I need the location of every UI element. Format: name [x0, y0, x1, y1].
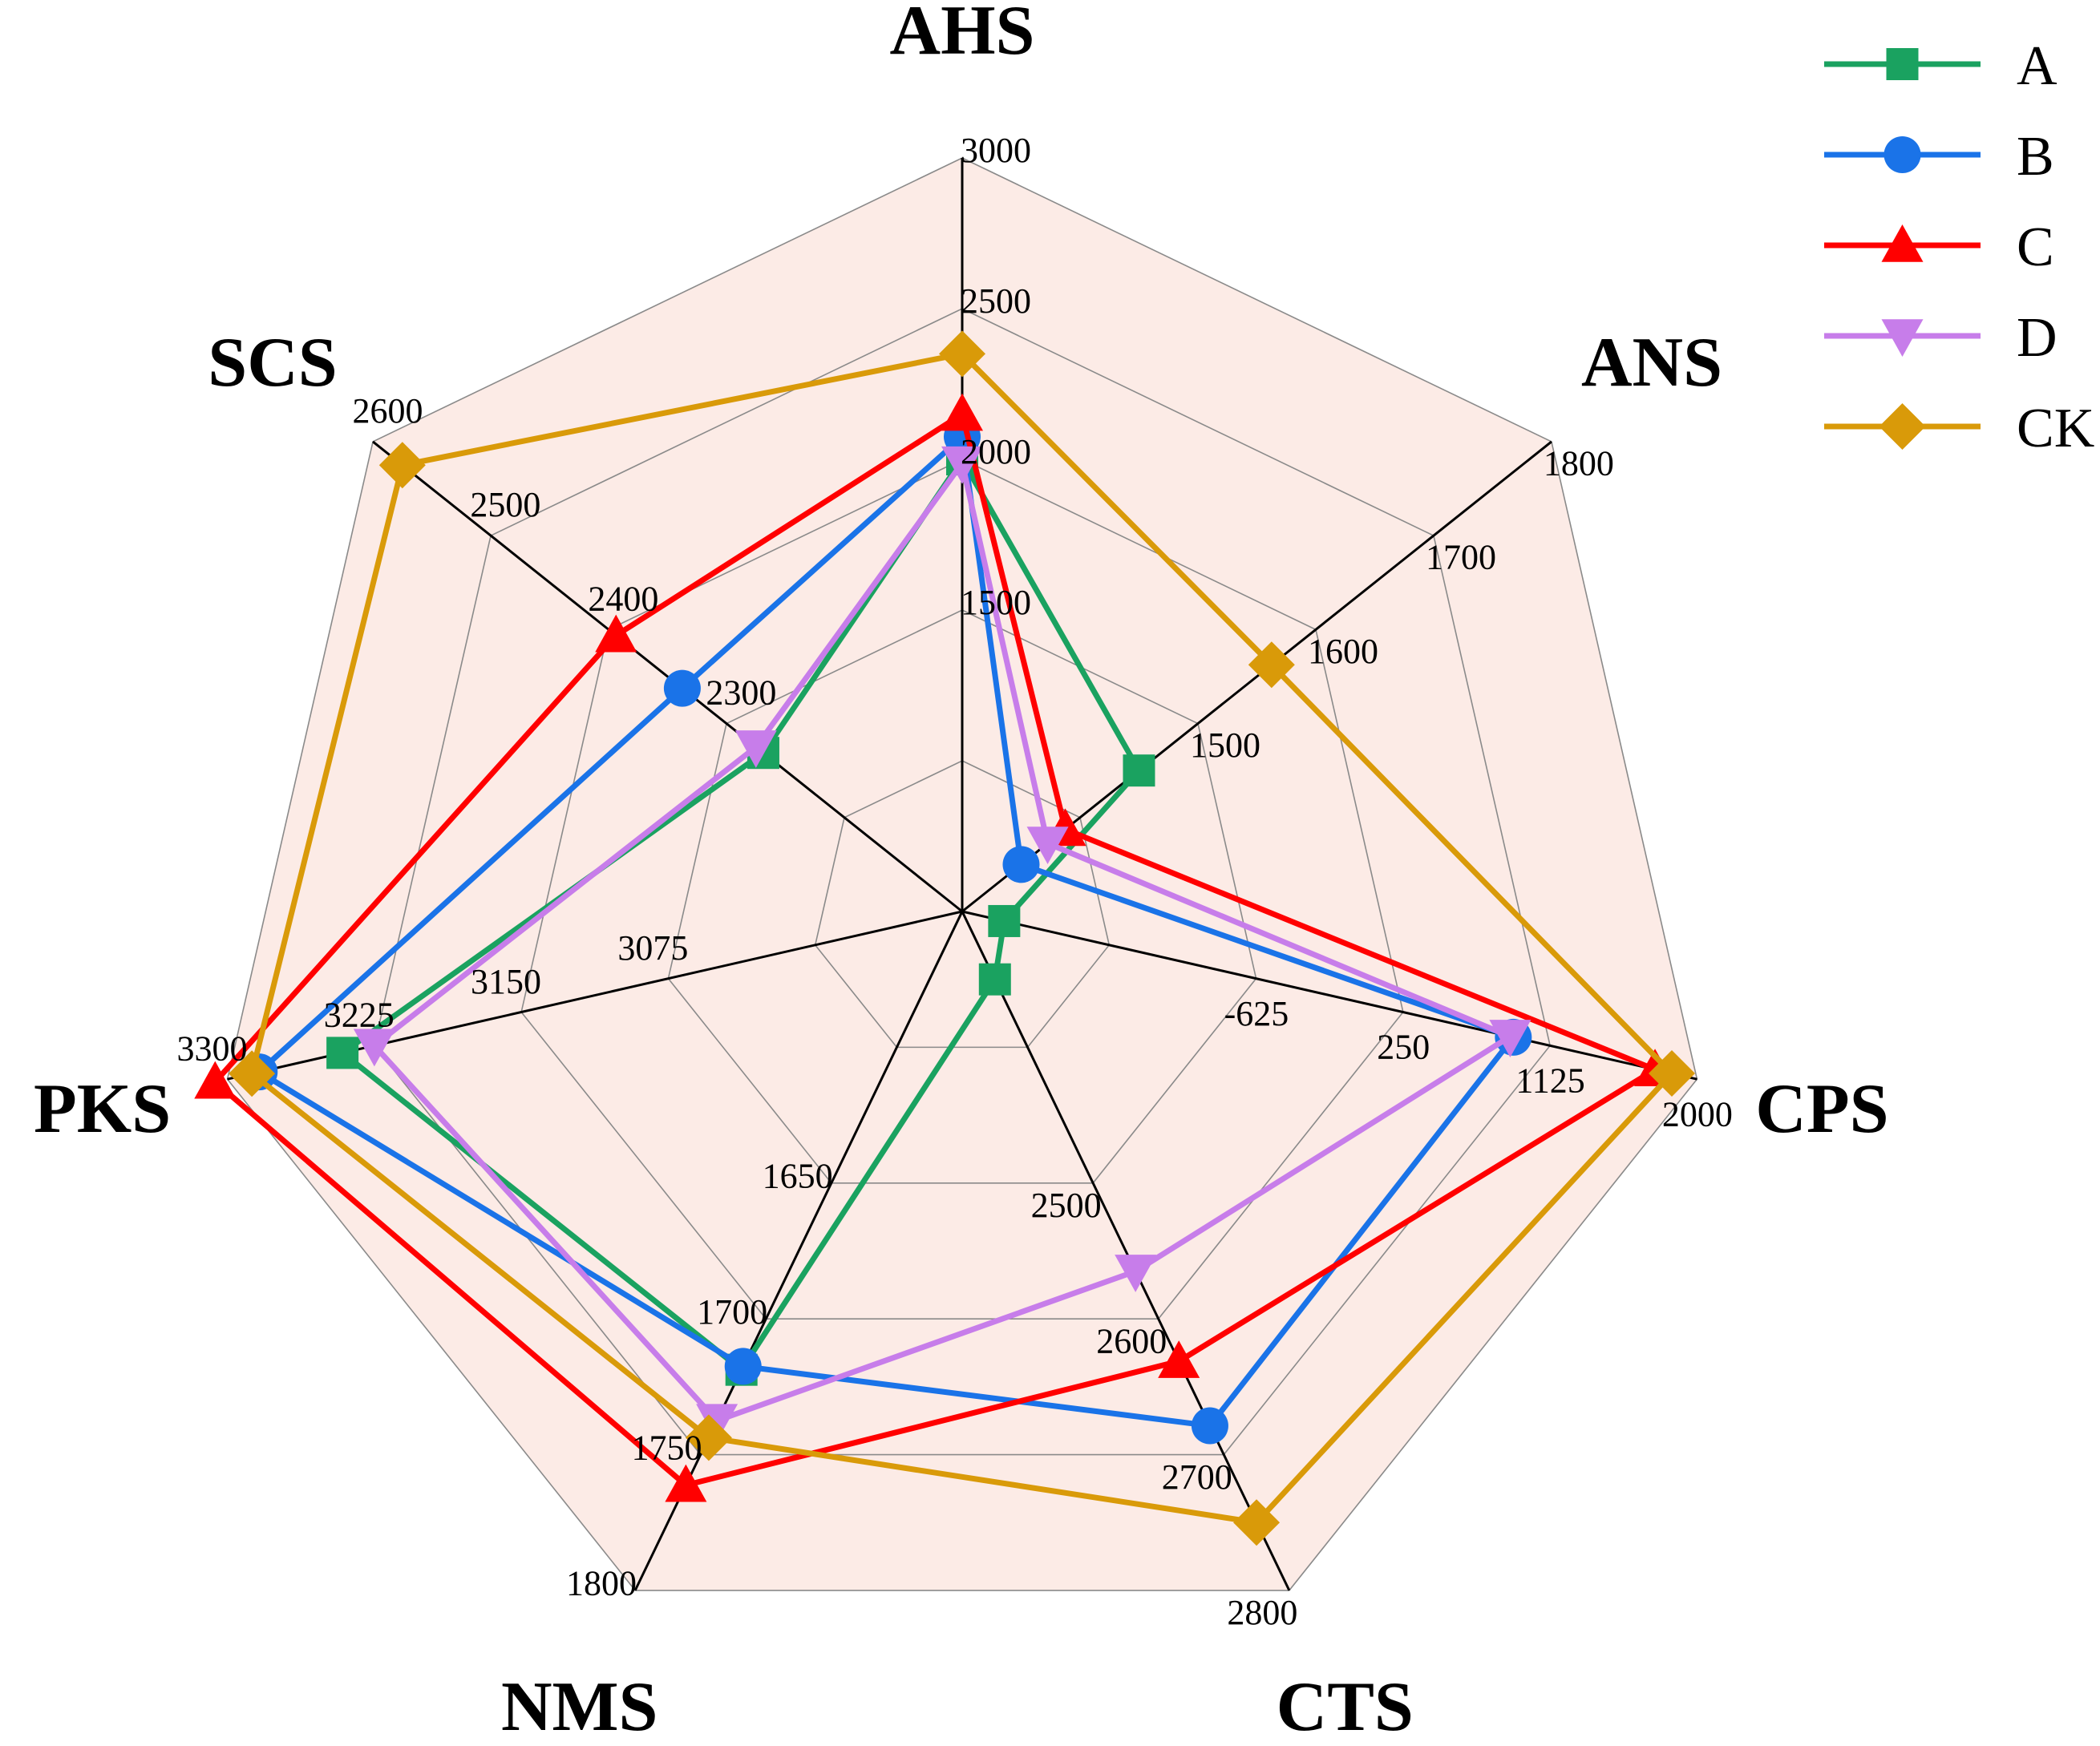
series-line-b	[256, 434, 1516, 1429]
data-point-b-cts	[1191, 1407, 1228, 1445]
axis-spoke-cps	[961, 910, 1697, 1081]
legend-item-d: D	[1824, 307, 2058, 369]
tick-label-cts-2: 2600	[1096, 1321, 1167, 1360]
series-line-c	[212, 411, 1658, 1489]
tick-label-scs-1: 2300	[706, 673, 776, 712]
legend-item-ck: CK	[1824, 398, 2094, 459]
data-point-d-ans	[1026, 827, 1069, 865]
data-point-ck-pks	[229, 1050, 276, 1097]
series-line-ck	[249, 350, 1675, 1526]
data-point-ck-cts	[1233, 1499, 1281, 1546]
tick-label-ahs-2: 2000	[961, 432, 1031, 471]
data-point-d-cps	[1489, 1020, 1532, 1057]
legend-item-b: B	[1824, 126, 2054, 188]
legend-label-ck: CK	[2017, 398, 2094, 459]
legend-label-b: B	[2017, 126, 2054, 188]
tick-label-nms-2: 1700	[697, 1292, 767, 1332]
tick-label-pks-1: 3075	[617, 928, 688, 968]
data-point-d-scs	[734, 730, 777, 768]
axis-title-cts: CTS	[1277, 1668, 1414, 1746]
tick-label-scs-3: 2500	[470, 485, 540, 524]
tick-label-ahs-3: 2500	[961, 281, 1031, 321]
tick-label-cps-2: 250	[1377, 1028, 1430, 1067]
legend-marker-a	[1886, 48, 1919, 80]
axis-title-pks: PKS	[34, 1070, 171, 1148]
data-point-d-cts	[1115, 1255, 1157, 1292]
tick-label-nms-1: 1650	[763, 1157, 833, 1196]
axis-title-cps: CPS	[1755, 1070, 1888, 1148]
data-point-ck-nms	[685, 1414, 732, 1461]
tick-label-ans-1: 1500	[1190, 725, 1260, 765]
tick-label-ahs-1: 1500	[961, 583, 1031, 622]
axis-title-scs: SCS	[208, 324, 337, 402]
axis-title-ahs: AHS	[890, 0, 1035, 70]
tick-label-cps-4: 2000	[1662, 1094, 1733, 1134]
grid-ring-3	[520, 459, 1404, 1320]
data-point-b-ans	[1002, 846, 1040, 883]
data-point-c-ahs	[941, 393, 983, 431]
legend-item-c: C	[1824, 216, 2054, 278]
data-point-c-scs	[595, 614, 637, 653]
tick-label-pks-2: 3150	[471, 962, 541, 1001]
radar-labels: 1500 2000 2500 3000 1500 1600 1700 1800 -625 250 1…	[34, 0, 1889, 1746]
legend-label-d: D	[2017, 307, 2058, 369]
series-ck	[229, 330, 1696, 1546]
data-point-a-pks	[326, 1037, 359, 1069]
tick-label-ahs-4: 3000	[961, 131, 1031, 170]
tick-label-ans-3: 1700	[1426, 538, 1496, 577]
data-point-a-cts	[978, 963, 1011, 996]
axis-spoke-cts	[961, 911, 1291, 1591]
data-point-ck-ans	[1248, 641, 1295, 689]
tick-label-nms-3: 1750	[632, 1428, 702, 1467]
data-point-b-nms	[724, 1348, 762, 1385]
data-point-c-nms	[665, 1464, 707, 1502]
tick-label-ans-4: 1800	[1544, 444, 1614, 483]
legend-label-c: C	[2017, 216, 2054, 278]
legend-item-a: A	[1824, 35, 2058, 97]
tick-label-cts-3: 2700	[1162, 1457, 1232, 1497]
legend-marker-b	[1884, 136, 1921, 173]
legend-marker-ck	[1879, 403, 1926, 450]
tick-label-cts-4: 2800	[1227, 1593, 1297, 1632]
grid-ring-2	[667, 609, 1257, 1184]
series-line-d	[371, 460, 1513, 1424]
legend-marker-d	[1881, 319, 1924, 357]
data-point-ck-scs	[378, 442, 426, 489]
tick-label-nms-4: 1800	[566, 1564, 637, 1603]
data-point-b-scs	[663, 669, 701, 707]
axis-title-ans: ANS	[1581, 324, 1722, 402]
data-point-a-cps	[988, 904, 1021, 937]
axis-title-nms: NMS	[501, 1668, 658, 1746]
data-point-a-ans	[1123, 754, 1155, 787]
tick-label-scs-2: 2400	[588, 579, 658, 618]
data-point-c-cts	[1158, 1340, 1200, 1378]
axis-spoke-scs	[372, 440, 963, 913]
data-point-ck-ahs	[939, 330, 985, 378]
data-point-c-pks	[194, 1061, 237, 1099]
grid-ring-4	[373, 308, 1552, 1456]
radar-grid	[226, 157, 1698, 1591]
data-point-d-pks	[353, 1029, 395, 1067]
tick-label-cts-1: 2500	[1031, 1186, 1102, 1225]
legend-label-a: A	[2017, 35, 2058, 97]
tick-label-pks-4: 3300	[176, 1029, 247, 1068]
tick-label-cps-3: 1125	[1515, 1061, 1584, 1101]
tick-label-cps-1: -625	[1224, 994, 1289, 1033]
tick-label-pks-3: 3225	[324, 996, 395, 1035]
data-point-d-ahs	[941, 446, 983, 484]
tick-label-ans-2: 1600	[1308, 632, 1378, 671]
radar-series	[194, 330, 1696, 1546]
grid-ring-5	[226, 157, 1698, 1591]
tick-label-scs-4: 2600	[352, 391, 423, 430]
series-d	[353, 446, 1532, 1442]
series-line-a	[339, 456, 1142, 1373]
data-point-ck-cps	[1649, 1049, 1696, 1097]
legend-marker-c	[1881, 224, 1924, 262]
